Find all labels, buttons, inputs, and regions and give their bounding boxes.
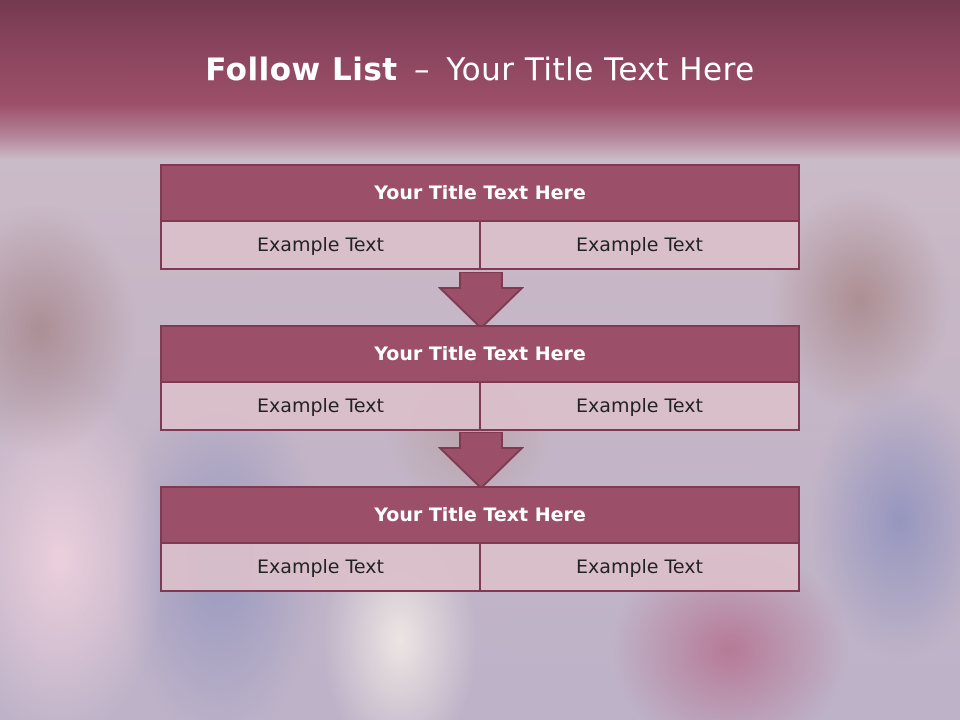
block-cell-left: Example Text xyxy=(160,220,481,270)
page-title-strong: Follow List xyxy=(205,52,398,88)
list-block-1: Your Title Text Here Example Text Exampl… xyxy=(160,164,800,270)
block-title: Your Title Text Here xyxy=(160,325,800,383)
block-cell-left: Example Text xyxy=(160,381,481,431)
block-row: Example Text Example Text xyxy=(160,381,800,431)
header-band xyxy=(0,0,960,160)
page-title-dash: – xyxy=(413,52,430,88)
page-title-rest: Your Title Text Here xyxy=(446,52,755,88)
block-title: Your Title Text Here xyxy=(160,164,800,222)
list-block-2: Your Title Text Here Example Text Exampl… xyxy=(160,325,800,431)
block-title: Your Title Text Here xyxy=(160,486,800,544)
page-title: Follow List – Your Title Text Here xyxy=(0,52,960,88)
down-arrow-icon xyxy=(438,272,524,330)
block-cell-left: Example Text xyxy=(160,542,481,592)
block-cell-right: Example Text xyxy=(479,220,800,270)
block-cell-right: Example Text xyxy=(479,381,800,431)
block-row: Example Text Example Text xyxy=(160,220,800,270)
down-arrow-icon xyxy=(438,432,524,490)
block-cell-right: Example Text xyxy=(479,542,800,592)
block-row: Example Text Example Text xyxy=(160,542,800,592)
list-block-3: Your Title Text Here Example Text Exampl… xyxy=(160,486,800,592)
